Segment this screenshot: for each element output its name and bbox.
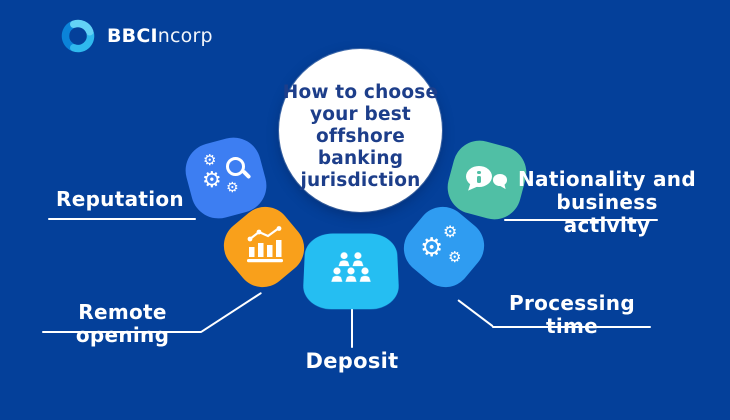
label-remote-opening: Remote opening	[75, 300, 170, 347]
connector-deposit	[351, 304, 353, 348]
chat-info-icon	[466, 164, 508, 196]
title-line-4: jurisdiction	[300, 169, 421, 191]
connector-reputation	[48, 218, 196, 220]
connector-processing-horizontal	[492, 326, 651, 328]
gears-magnifier-icon: ⚙ ⚙ ⚙	[202, 151, 252, 201]
connector-remote-horizontal	[42, 331, 202, 333]
title-line-2: your best	[310, 103, 411, 125]
brand-name: BBCIncorp	[107, 25, 213, 47]
label-nationality: Nationality and business activity	[518, 167, 696, 237]
label-processing-time: Processing time	[509, 291, 635, 338]
center-title-circle: How to choose your best offshore banking…	[279, 49, 442, 212]
label-reputation: Reputation	[56, 187, 184, 211]
title-line-1: How to choose	[282, 81, 439, 103]
people-group-icon	[328, 251, 375, 290]
connector-nationality	[504, 219, 658, 221]
page-title: How to choose your best offshore banking…	[279, 82, 442, 192]
petal-remote-opening	[213, 196, 315, 298]
label-deposit: Deposit	[305, 349, 399, 373]
brand-logo: BBCIncorp	[58, 16, 213, 56]
gears-icon: ⚙ ⚙ ⚙	[420, 222, 462, 266]
bar-chart-trend-icon	[244, 226, 284, 268]
swirl-logo-icon	[61, 19, 95, 53]
title-line-3: offshore banking	[316, 125, 405, 169]
brand-name-bold: BBCI	[107, 25, 158, 47]
petal-deposit	[302, 233, 400, 310]
brand-name-rest: ncorp	[157, 25, 213, 47]
